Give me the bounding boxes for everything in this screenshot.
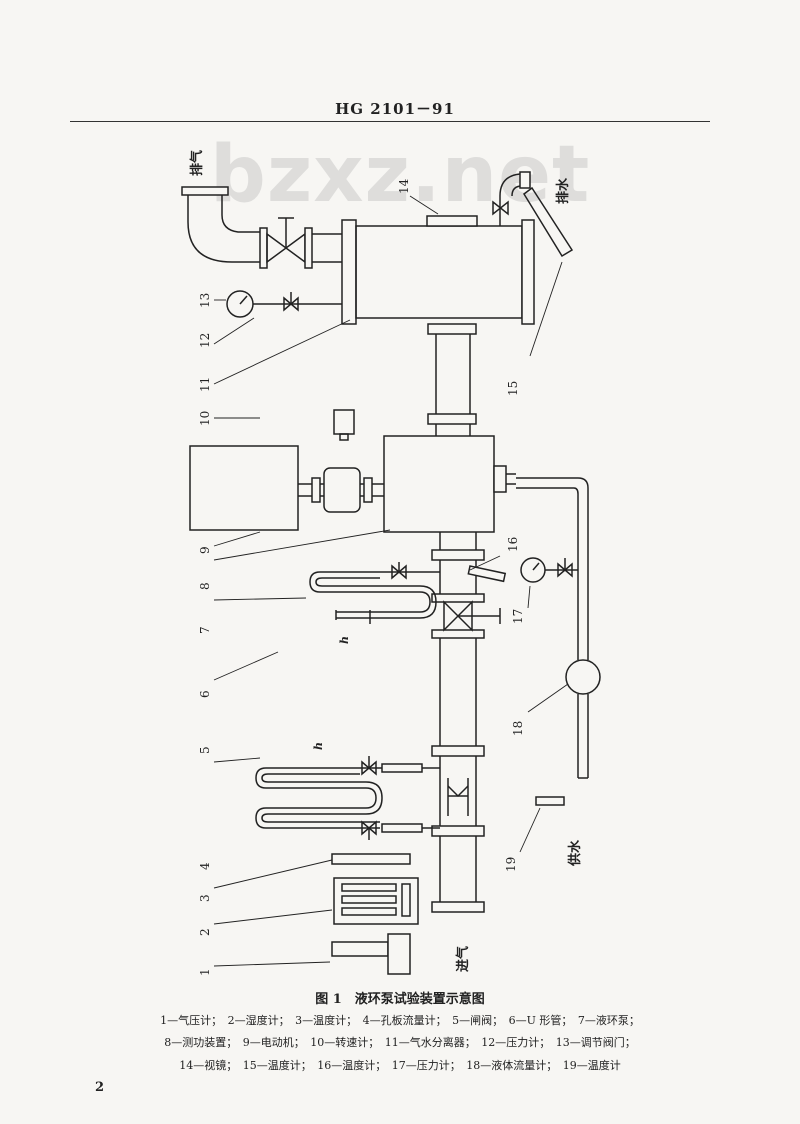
h-mark-upper: h xyxy=(338,636,351,644)
part-number-18: 18 xyxy=(511,721,525,736)
part-number-14: 14 xyxy=(397,178,411,194)
suction-pipe xyxy=(431,532,485,913)
u-tube-manometer-upper xyxy=(309,562,440,624)
part-number-12: 12 xyxy=(198,333,212,348)
part-numbers: 1 2 3 4 5 6 7 8 9 10 11 12 13 14 15 16 1… xyxy=(198,178,525,976)
exhaust-air-label: 排气 xyxy=(189,150,205,176)
part-number-1: 1 xyxy=(198,968,212,976)
h-mark-lower: h xyxy=(312,742,325,750)
part-number-2: 2 xyxy=(198,928,212,936)
barometer xyxy=(331,933,411,975)
header-rule xyxy=(70,121,710,122)
flow-labels: 排气 排水 进气 供水 h h xyxy=(189,150,583,972)
part-number-7: 7 xyxy=(198,626,212,634)
part-number-13: 13 xyxy=(198,293,212,308)
exhaust-pipe xyxy=(181,186,262,263)
pressure-gauge-17 xyxy=(520,557,578,583)
part-number-6: 6 xyxy=(198,690,212,698)
part-number-5: 5 xyxy=(198,746,212,754)
thermometer-19 xyxy=(535,796,565,806)
part-number-19: 19 xyxy=(504,857,518,872)
intake-air-label: 进气 xyxy=(455,946,471,972)
part-number-16: 16 xyxy=(506,537,520,552)
part-number-17: 17 xyxy=(511,609,525,624)
drain-pipe xyxy=(492,171,574,258)
liquid-flow-meter xyxy=(565,659,601,695)
gas-water-separator xyxy=(341,215,535,325)
liquid-ring-pump xyxy=(383,435,516,533)
electric-motor xyxy=(298,467,384,513)
part-number-4: 4 xyxy=(198,862,212,870)
part-number-15: 15 xyxy=(506,381,520,396)
supply-water-label: 供水 xyxy=(567,839,583,867)
part-number-3: 3 xyxy=(198,894,212,902)
part-number-8: 8 xyxy=(198,582,212,590)
part-number-10: 10 xyxy=(198,411,212,426)
pressure-gauge-12 xyxy=(226,290,342,318)
water-supply-line xyxy=(516,477,589,779)
tachometer xyxy=(333,409,355,441)
regulating-valve xyxy=(259,217,342,269)
dynamometer xyxy=(189,445,299,531)
thermometer-16 xyxy=(467,565,507,583)
drain-water-label: 排水 xyxy=(555,177,571,204)
gate-valve xyxy=(443,600,501,632)
standard-code: HG 2101－91 xyxy=(335,100,455,118)
thermometer-3 xyxy=(331,853,411,865)
part-number-11: 11 xyxy=(198,377,212,392)
legend-line: 1—气压计； 2—湿度计； 3—温度计； 4—孔板流量计； 5—闸阀； 6—U … xyxy=(160,1014,640,1027)
figure-caption: 图 1 液环泵试验装置示意图 xyxy=(315,992,485,1007)
part-number-9: 9 xyxy=(198,546,212,554)
legend-line: 14—视镜； 15—温度计； 16—温度计； 17—压力计； 18—液体流量计；… xyxy=(179,1059,621,1072)
u-tube-manometer-lower xyxy=(255,756,440,840)
orifice-flowmeter xyxy=(447,778,469,816)
page-number: 2 xyxy=(95,1080,105,1095)
hygrometer xyxy=(333,877,419,925)
legend-line: 8—测功装置； 9—电动机； 10—转速计； 11—气水分离器； 12—压力计；… xyxy=(164,1036,636,1049)
separator-pump-pipe xyxy=(427,323,477,436)
leader-lines xyxy=(213,195,569,967)
